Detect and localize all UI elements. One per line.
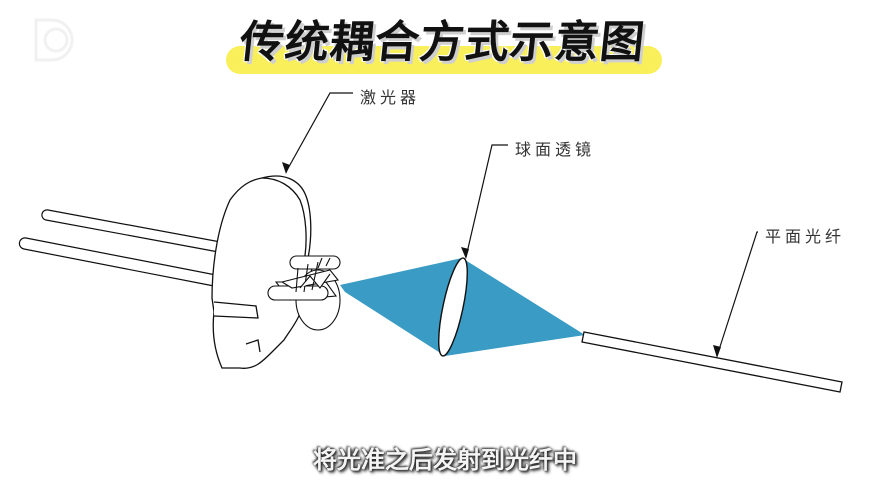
label-lens: 球面透镜 [515, 140, 596, 159]
beam-to-lens [340, 258, 462, 356]
flat-fiber [581, 331, 843, 393]
caption-subtitle: 将光准之后发射到光纤中 [313, 446, 577, 474]
spherical-lens [438, 257, 468, 357]
leader-arrowheads [282, 162, 721, 358]
label-laser: 激光器 [360, 88, 421, 107]
laser-pins [18, 209, 227, 287]
title-banner: 传统耦合方式示意图 [222, 2, 664, 76]
laser-body [211, 175, 313, 369]
laser-head [267, 255, 341, 331]
label-fiber: 平面光纤 [765, 227, 846, 246]
watermark-logo-icon [30, 14, 86, 66]
beam-to-fiber [445, 258, 585, 356]
title-highlight [226, 46, 662, 74]
leader-lines [285, 92, 758, 357]
